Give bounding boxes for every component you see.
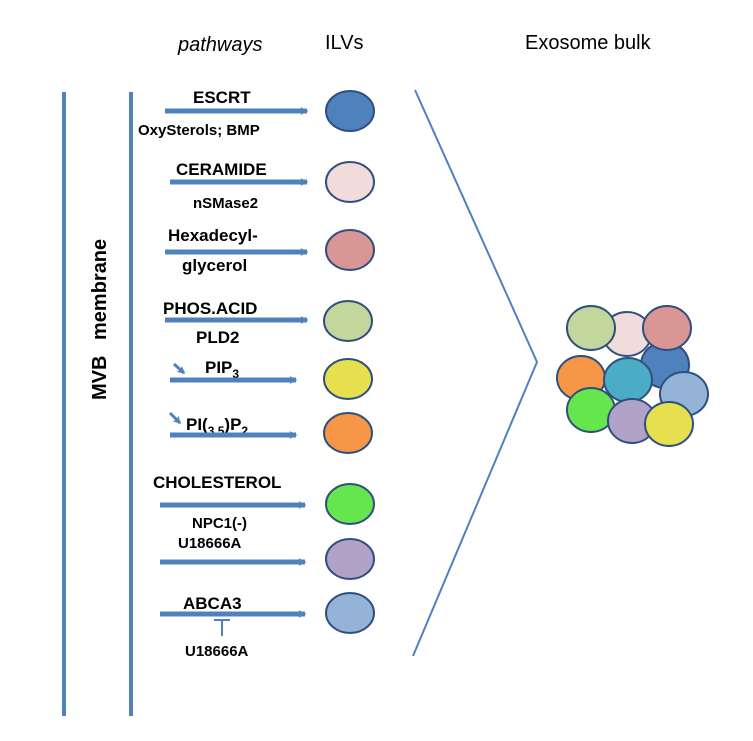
exosome-circle bbox=[642, 305, 692, 351]
pathway-row-escrt: ESCRT OxySterols; BMP bbox=[138, 88, 375, 139]
pathway-row-pip3: PIP3 bbox=[170, 358, 373, 400]
pathway-row-ceramide: CERAMIDE nSMase2 bbox=[170, 160, 375, 212]
ilv-circle bbox=[325, 483, 375, 525]
pathway-label: Hexadecyl- bbox=[168, 226, 258, 245]
exosome-bulk-cluster bbox=[556, 305, 709, 447]
pathway-row-pi35p2: PI(3,5)P2 bbox=[168, 411, 373, 454]
exosome-bulk-header: Exosome bulk bbox=[525, 32, 652, 54]
pathway-label: U18666A bbox=[178, 535, 242, 552]
pathway-sublabel: nSMase2 bbox=[193, 195, 258, 212]
pathway-label: ESCRT bbox=[193, 88, 251, 107]
pathway-row-hexadecyl-glycerol: Hexadecyl- glycerol bbox=[165, 226, 375, 275]
ilv-circle bbox=[323, 300, 373, 342]
decrease-arrow-icon bbox=[168, 411, 182, 425]
exosome-circle bbox=[644, 401, 694, 447]
exosome-circle bbox=[603, 357, 653, 403]
pathway-sublabel: PLD2 bbox=[196, 328, 239, 347]
pathway-label: PIP3 bbox=[205, 358, 239, 381]
mvb-label: MVB bbox=[89, 356, 111, 400]
pathway-label: PI(3,5)P2 bbox=[186, 415, 248, 438]
pathway-sublabel: OxySterols; BMP bbox=[138, 122, 260, 139]
ilv-circle bbox=[325, 592, 375, 634]
ilv-circle bbox=[323, 412, 373, 454]
pathway-label: PHOS.ACID bbox=[163, 299, 257, 318]
pathway-row-u18666a: U18666A bbox=[160, 535, 375, 580]
pathway-row-phos-acid: PHOS.ACID PLD2 bbox=[163, 299, 373, 347]
pathway-label-line2: glycerol bbox=[182, 256, 247, 275]
ilvs-header: ILVs bbox=[325, 32, 364, 54]
pathway-row-cholesterol: CHOLESTEROL NPC1(-) bbox=[153, 473, 375, 532]
membrane-label: membrane bbox=[89, 239, 111, 340]
pathway-row-abca3: ABCA3 U18666A bbox=[160, 592, 375, 660]
pathway-sublabel: U18666A bbox=[185, 643, 249, 660]
ilv-circle bbox=[323, 358, 373, 400]
ilv-circle bbox=[325, 538, 375, 580]
ilv-circle bbox=[325, 90, 375, 132]
release-chevron bbox=[412, 89, 539, 657]
exosome-circle bbox=[566, 305, 616, 351]
pathway-sublabel: NPC1(-) bbox=[192, 515, 247, 532]
ilv-circle bbox=[325, 161, 375, 203]
pathway-label: CHOLESTEROL bbox=[153, 473, 281, 492]
pathway-label: CERAMIDE bbox=[176, 160, 267, 179]
ilv-circle bbox=[325, 229, 375, 271]
decrease-arrow-icon bbox=[172, 362, 186, 375]
pathway-label: ABCA3 bbox=[183, 594, 242, 613]
pathways-header: pathways bbox=[177, 34, 263, 56]
